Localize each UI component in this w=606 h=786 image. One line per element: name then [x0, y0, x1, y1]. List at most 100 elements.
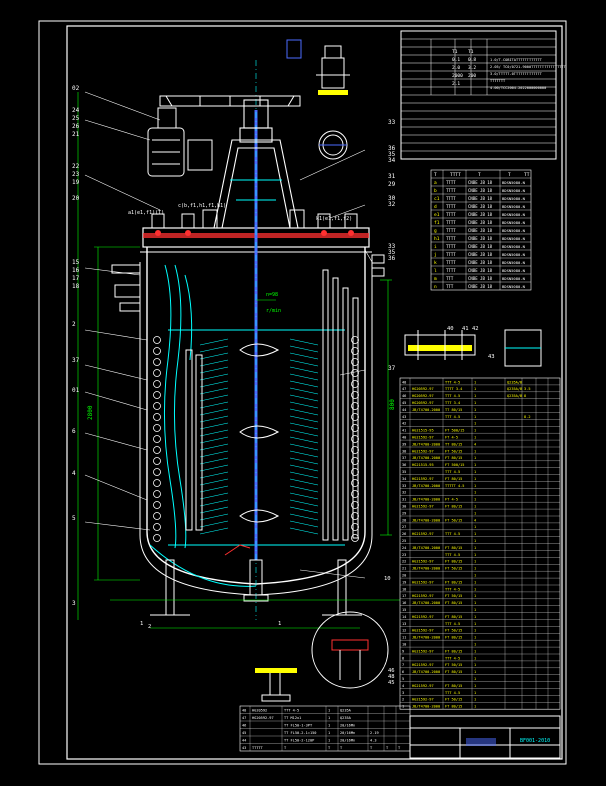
parts-cell: 13	[402, 622, 406, 626]
small-parts-cell: TT FL50-1-3PT	[284, 724, 313, 728]
parts-cell: Q235A/B	[507, 380, 522, 384]
parts-cell: HG21592-97	[412, 580, 434, 584]
parts-cell: TTT 4-5	[445, 622, 460, 626]
parts-cell: FT 80/15	[445, 560, 462, 564]
callout-bottom: 1	[278, 621, 281, 627]
callout-right: 31	[388, 173, 396, 180]
parts-cell: 1	[474, 532, 476, 536]
parts-cell: HG20592-97	[412, 387, 434, 391]
fin	[199, 499, 229, 507]
callout-left: 18	[72, 283, 80, 290]
coil-turn	[153, 413, 161, 421]
spec-note: 3.0/TTTTT-0TTTTTTTTTTTTT	[490, 72, 543, 76]
parts-cell: HG21592-97	[412, 532, 434, 536]
parts-cell: JB/T4700-2000	[412, 567, 440, 571]
nozzle-use: TTTT	[446, 244, 456, 249]
fin	[289, 359, 319, 367]
parts-cell: FT 80/15	[445, 477, 462, 481]
parts-cell: 1	[474, 567, 476, 571]
small-parts-cell: TT FL50-2-120P	[284, 739, 314, 743]
small-parts-cell: 48	[242, 709, 246, 713]
nozzle-id: j	[434, 252, 437, 258]
fin	[289, 366, 319, 374]
parts-cell: HG21592-97	[412, 698, 434, 702]
parts-cell: 17	[402, 594, 406, 598]
nozzle-header: T	[478, 172, 481, 178]
small-parts-cell: 2.19	[370, 731, 379, 735]
fin	[199, 394, 229, 402]
nozzle-use: TTTT	[446, 252, 456, 257]
coil-turn	[153, 523, 161, 531]
callout-bottom: 46	[388, 668, 395, 674]
small-parts-cell: T	[386, 746, 389, 750]
nozzle-std: CNBE JB 18	[468, 188, 493, 193]
parts-cell: 1	[474, 670, 476, 674]
parts-cell: 46	[402, 394, 406, 398]
parts-cell: 35	[402, 470, 406, 474]
parts-cell: HG21592-97	[412, 649, 434, 653]
parts-cell: TTT 4-5	[445, 470, 460, 474]
outer-frame	[38, 20, 567, 765]
nozzle-std: CNBE JB 18	[468, 212, 493, 217]
parts-cell: 43	[402, 415, 406, 419]
fin	[199, 450, 229, 458]
parts-cell: HG21515-95	[412, 429, 434, 433]
parts-cell: FT 80/15	[445, 649, 462, 653]
parts-cell: JB/T4700-2000	[412, 518, 440, 522]
fin	[289, 520, 319, 528]
coil-turn	[153, 369, 161, 377]
small-parts-cell: 1	[328, 716, 330, 720]
callout-left: 22	[72, 163, 80, 170]
parts-cell: JB/T4700-2000	[412, 601, 440, 605]
parts-cell: JB/T4700-2000	[412, 408, 440, 412]
nozzle-header: TT	[524, 172, 530, 178]
fin	[289, 380, 319, 388]
callout-bottom: 41	[462, 326, 469, 332]
nozzle-id: i	[434, 244, 437, 250]
fin	[199, 373, 229, 381]
callout-bottom: 42	[472, 326, 479, 332]
fin	[199, 520, 229, 528]
parts-cell: TTTT 3-4	[445, 387, 462, 391]
parts-cell: HG20592-97	[412, 401, 434, 405]
small-parts-cell: 20/16Mn	[340, 731, 355, 735]
parts-cell: 1	[474, 643, 476, 647]
parts-cell: 20	[402, 574, 406, 578]
callout-right: 35	[388, 151, 396, 158]
parts-cell: 19	[402, 580, 406, 584]
callout-left: 15	[72, 259, 80, 266]
callout-bottom: 2	[148, 624, 151, 630]
nozzle-flange: BDSN5080-N	[502, 228, 526, 233]
parts-cell: 45	[402, 401, 406, 405]
small-parts-cell: HG20592	[252, 709, 267, 713]
coil-turn	[153, 402, 161, 410]
dimension-lines	[77, 92, 400, 629]
small-parts-cell: 46	[242, 724, 246, 728]
nozzle-use: TTT	[446, 284, 454, 289]
fin	[289, 422, 319, 430]
callout-bottom: 45	[388, 680, 395, 686]
parts-cell: 1	[474, 705, 476, 709]
callout-left: 02	[72, 85, 80, 92]
coil-turn	[153, 347, 161, 355]
callout-left: 20	[72, 195, 80, 202]
parts-cell: JB/T4700-2000	[412, 442, 440, 446]
parts-cell: 1	[474, 415, 476, 419]
parts-cell: 1	[474, 401, 476, 405]
callout-left: 21	[72, 131, 80, 138]
parts-cell: 27	[402, 525, 406, 529]
parts-cell: 1	[474, 498, 476, 502]
parts-cell: 11	[402, 636, 406, 640]
parts-cell: 1	[474, 546, 476, 550]
parts-cell: 1	[474, 477, 476, 481]
parts-cell: TT 80/15	[445, 442, 462, 446]
parts-cell: TTT 3-4	[445, 401, 460, 405]
parts-cell: 28	[402, 518, 406, 522]
parts-cell: TTT 4-5	[445, 380, 460, 384]
callout-left: 37	[72, 357, 80, 364]
parts-cell: TTT 4-5	[445, 553, 460, 557]
parts-cell: TTT 4-5	[445, 532, 460, 536]
